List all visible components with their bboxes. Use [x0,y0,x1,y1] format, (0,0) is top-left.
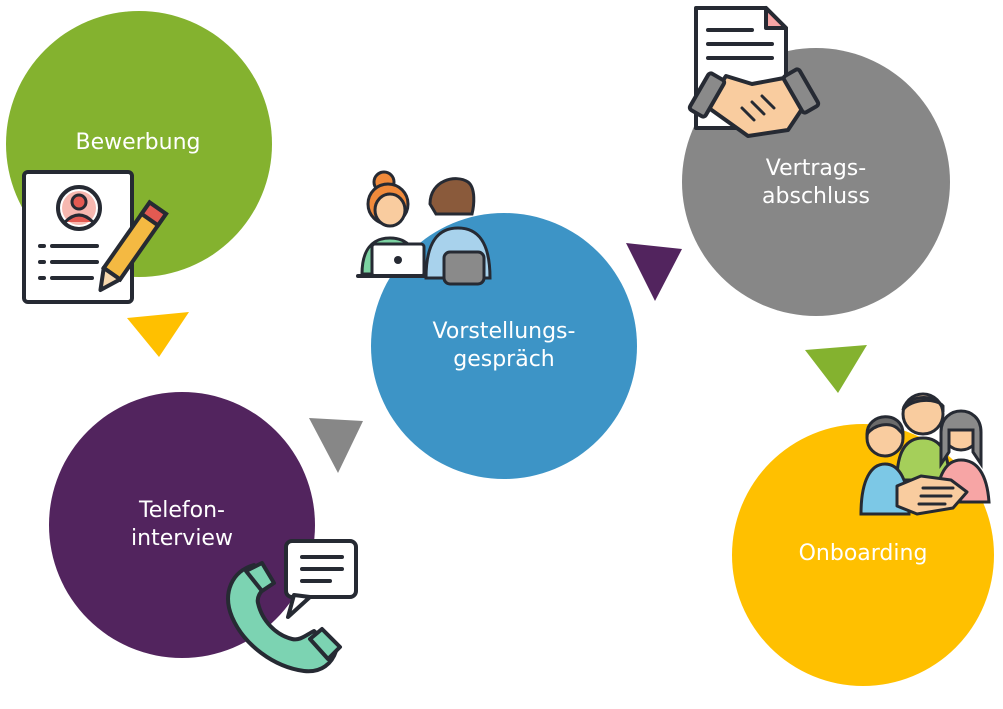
label-line: Onboarding [798,541,928,566]
interview-people-icon [356,170,492,286]
label-onboarding: Onboarding [742,540,984,568]
arrow-vorstellung-to-vertrag [626,243,682,301]
label-vertragsabschluss: Vertrags- abschluss [696,155,936,211]
arrow-telefon-to-vorstellung [309,418,363,473]
team-handshake-icon [859,392,991,516]
label-line: abschluss [762,184,870,209]
label-line: interview [131,526,233,551]
arrow-vertrag-to-onboarding [805,345,867,393]
label-line: gespräch [453,347,555,372]
circle-telefon-interview [49,392,315,658]
label-line: Bewerbung [75,130,201,155]
label-line: Vertrags- [765,156,867,181]
phone-chat-icon [226,539,358,674]
label-line: Vorstellungs- [432,319,576,344]
label-telefon-interview: Telefon- interview [62,497,302,553]
label-line: Telefon- [139,498,225,523]
label-vorstellungsgespraech: Vorstellungs- gespräch [384,318,624,374]
resume-pencil-icon [22,170,169,304]
arrow-bewerbung-to-telefon [127,312,189,357]
label-bewerbung: Bewerbung [20,129,256,157]
contract-handshake-icon [687,6,821,138]
